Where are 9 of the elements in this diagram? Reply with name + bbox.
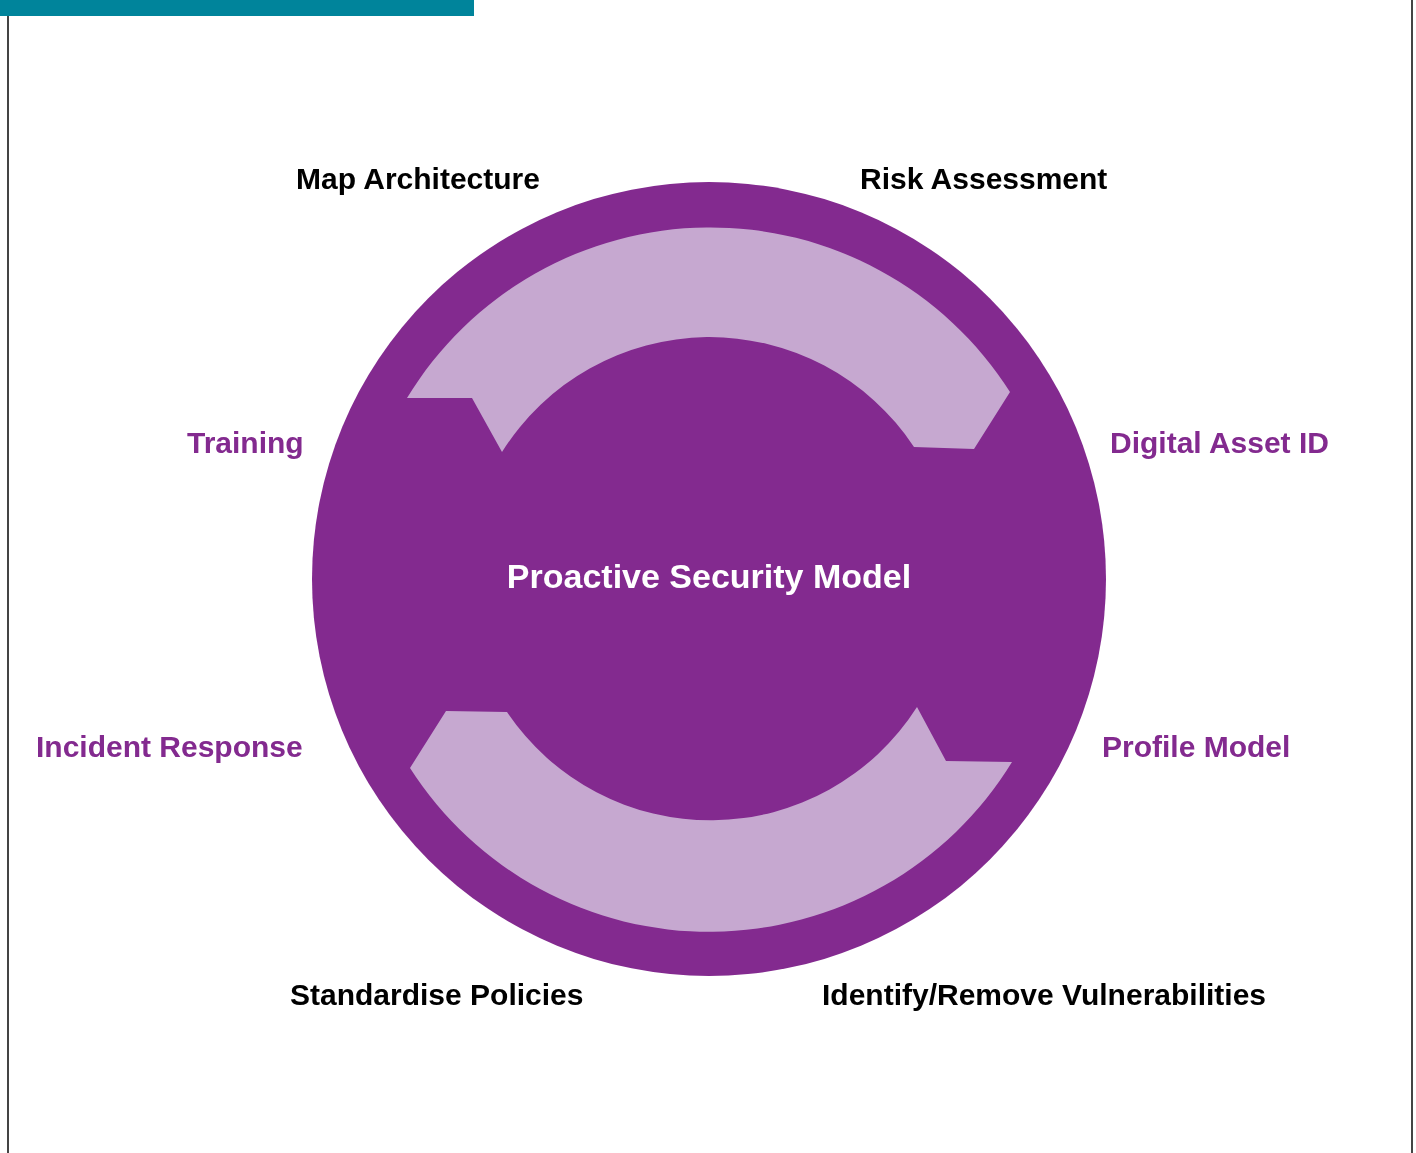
step-label: Risk Assessment [860, 162, 1108, 196]
step-label: Profile Model [1102, 730, 1291, 764]
step-label: Digital Asset ID [1110, 426, 1329, 460]
step-label: Standardise Policies [290, 978, 584, 1012]
step-label: Incident Response [36, 730, 303, 764]
step-label: Identify/Remove Vulnerabilities [822, 978, 1266, 1012]
step-label: Training [187, 426, 304, 460]
center-title: Proactive Security Model [505, 559, 913, 593]
step-label: Map Architecture [296, 162, 540, 196]
